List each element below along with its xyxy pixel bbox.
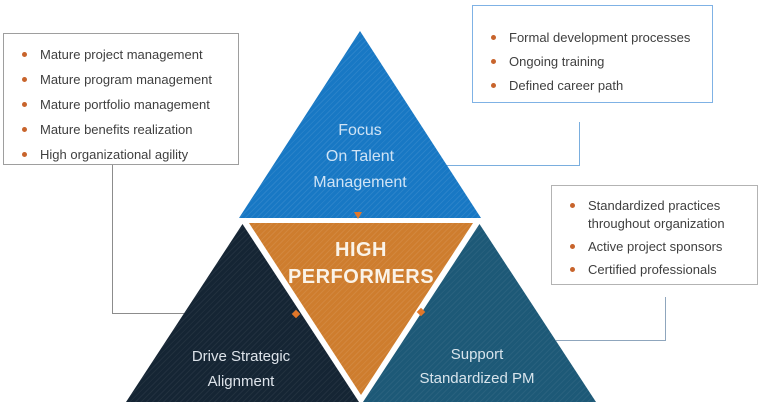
bullet-icon (22, 127, 27, 132)
list-item-text: Mature project management (40, 47, 203, 62)
callout-maturity: Mature project management Mature program… (3, 33, 239, 165)
list-item: Mature benefits realization (18, 117, 232, 142)
list-item-text: Mature program management (40, 72, 212, 87)
connector-right-vertical (665, 297, 666, 341)
list-item-text: Ongoing training (509, 54, 605, 69)
list-item-text: Active project sponsors (588, 239, 723, 254)
callout-development: Formal development processes Ongoing tra… (472, 5, 713, 103)
list-item: Mature program management (18, 67, 232, 92)
list-item-text: Mature benefits realization (40, 122, 193, 137)
bullet-icon (22, 152, 27, 157)
talent-management-triangle (239, 31, 481, 218)
callout-development-list: Formal development processes Ongoing tra… (487, 26, 706, 98)
bullet-icon (491, 59, 496, 64)
connector-topright-vertical (579, 122, 580, 166)
list-item: Standardized practices throughout organi… (566, 197, 751, 233)
list-item: Active project sponsors (566, 238, 751, 256)
callout-maturity-list: Mature project management Mature program… (18, 42, 232, 167)
list-item: Defined career path (487, 74, 706, 98)
list-item-text: Certified professionals (588, 262, 717, 277)
list-item: High organizational agility (18, 142, 232, 167)
list-item-text: Formal development processes (509, 30, 691, 45)
connector-topright-horizontal (446, 165, 580, 166)
bullet-icon (22, 52, 27, 57)
connector-right-horizontal (556, 340, 666, 341)
orange-marker-top-icon (354, 212, 362, 219)
list-item: Certified professionals (566, 261, 751, 279)
list-item: Formal development processes (487, 26, 706, 50)
list-item-text: Mature portfolio management (40, 97, 210, 112)
connector-left-horizontal (112, 313, 186, 314)
bullet-icon (491, 83, 496, 88)
bullet-icon (491, 35, 496, 40)
list-item: Ongoing training (487, 50, 706, 74)
callout-standardization-list: Standardized practices throughout organi… (566, 197, 751, 279)
bullet-icon (570, 203, 575, 208)
callout-standardization: Standardized practices throughout organi… (551, 185, 758, 285)
bullet-icon (570, 267, 575, 272)
bullet-icon (22, 102, 27, 107)
list-item-text: Standardized practices throughout organi… (588, 198, 725, 231)
list-item-text: Defined career path (509, 78, 624, 93)
bullet-icon (22, 77, 27, 82)
connector-left-vertical (112, 164, 113, 313)
bullet-icon (570, 244, 575, 249)
list-item: Mature portfolio management (18, 92, 232, 117)
list-item-text: High organizational agility (40, 147, 189, 162)
list-item: Mature project management (18, 42, 232, 67)
